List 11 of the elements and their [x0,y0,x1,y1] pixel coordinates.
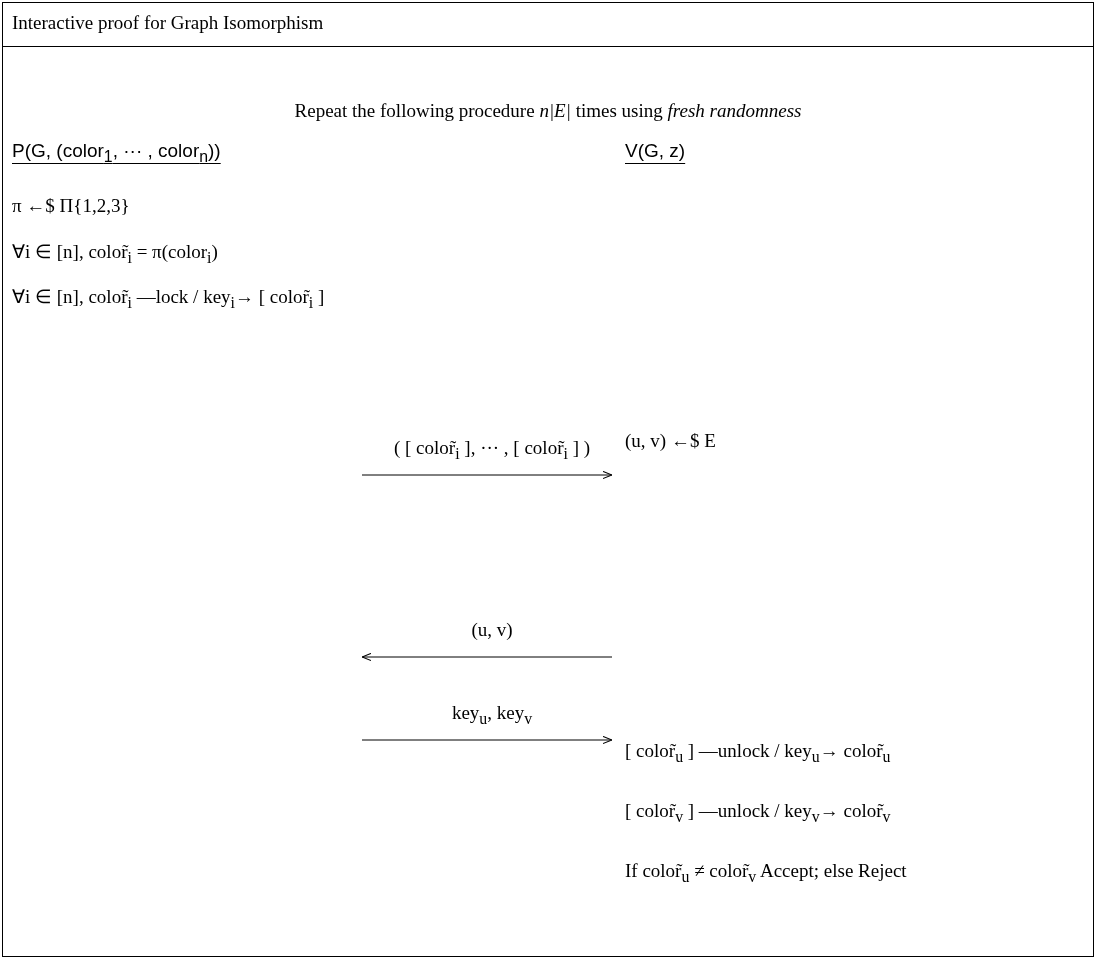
protocol-step: ∀i ∈ [n], color̃$_{i}$ = π(color$_{i}$) [12,240,352,267]
party-heading: V(G, z) [625,140,687,162]
protocol-step: π ←$ Π{1,2,3} [12,195,352,217]
note-text: Repeat the following procedure n|E| times using fresh randomness [294,100,802,122]
protocol-step: [ color̃$_{v}$ ] —unlock / key$_{v}$→ color̃$_{v}$ [625,800,1090,826]
protocol-step: [ color̃$_{u}$ ] —unlock / key$_{u}$→ color̃$_{u}$ [625,740,1090,766]
protocol-step: If color̃$_{u}$ ≠ color̃$_{v}$ Accept; else Reject [625,860,1090,886]
protocol-step: (u, v) ←$ E [625,430,1090,452]
protocol-step: ∀i ∈ [n], color̃$_{i}$ —lock / key$_{i}$→ [ color̃$_{i}$ ] [12,285,352,312]
diagram-title: Interactive proof for Graph Isomorphism [12,12,324,34]
party-heading: P(G, (color$_{1}$, ··· , color$_{n}$)) [12,140,222,166]
